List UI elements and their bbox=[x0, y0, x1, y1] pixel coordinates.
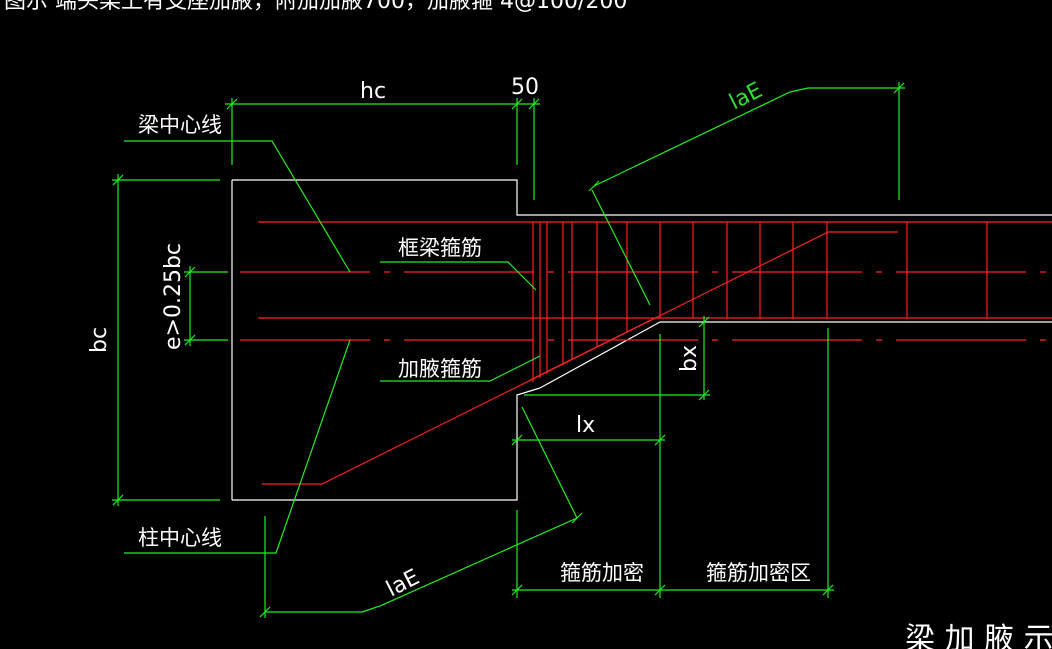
stirrup-dense-label: 箍筋加密 bbox=[560, 561, 644, 585]
tick bbox=[698, 389, 710, 401]
tick bbox=[511, 584, 523, 596]
beam-center-label: 梁中心线 bbox=[138, 113, 222, 137]
tick bbox=[184, 266, 196, 278]
laE-top-label: laE bbox=[725, 78, 766, 115]
tick bbox=[226, 98, 238, 110]
tick bbox=[893, 82, 905, 94]
dimension-lines bbox=[112, 82, 905, 618]
tick bbox=[698, 316, 710, 328]
col-center-label: 柱中心线 bbox=[138, 526, 222, 550]
tick bbox=[112, 174, 124, 186]
footer-text: 梁 加 腋 示 平 bbox=[905, 622, 1052, 649]
haunch-inner-line bbox=[529, 317, 656, 381]
haunch-rebar bbox=[262, 231, 898, 485]
header-text: 图示 端头梁上有支座加腋，附加加腋700，加腋箍 4@100/200 bbox=[4, 0, 627, 14]
stirrup-dense-zone-label: 箍筋加密区 bbox=[706, 561, 811, 585]
haunch-stirrup-label: 加腋箍筋 bbox=[398, 357, 482, 381]
laE-bottom-label: laE bbox=[382, 565, 423, 602]
beam-center-leader bbox=[124, 140, 351, 273]
tick bbox=[571, 512, 583, 524]
haunch-stirrup-leader bbox=[380, 355, 541, 382]
tick bbox=[528, 98, 540, 110]
laE-bottom-slant bbox=[521, 406, 578, 519]
tick bbox=[654, 584, 666, 596]
laE-bottom-leader bbox=[265, 517, 578, 613]
text-labels: hc 50 laE laE bc e>0.25bc bx lx 梁中心线 柱中心… bbox=[87, 75, 811, 602]
laE-top-slant bbox=[591, 189, 651, 306]
stirrups bbox=[532, 222, 988, 382]
bx-label: bx bbox=[677, 345, 702, 372]
tick bbox=[511, 434, 523, 446]
tick bbox=[184, 334, 196, 346]
bc-label: bc bbox=[87, 327, 112, 353]
tick bbox=[822, 584, 834, 596]
frame-stirrup-label: 框梁箍筋 bbox=[398, 236, 482, 260]
column-outline bbox=[232, 179, 1052, 216]
laE-top-leader bbox=[593, 87, 905, 187]
beam-bottom-haunch bbox=[539, 321, 1052, 389]
col-center-leader bbox=[124, 339, 351, 554]
tick bbox=[588, 180, 600, 192]
tick bbox=[511, 98, 523, 110]
rebar-lines bbox=[240, 221, 1052, 485]
concrete-outline bbox=[231, 179, 1052, 501]
hc-label: hc bbox=[360, 79, 386, 104]
lx-label: lx bbox=[576, 413, 595, 438]
column-bottom-outline bbox=[232, 387, 541, 501]
e-condition-label: e>0.25bc bbox=[161, 243, 186, 350]
tick bbox=[259, 606, 271, 618]
gap50-label: 50 bbox=[511, 75, 539, 100]
frame-stirrup-leader bbox=[380, 261, 537, 291]
tick bbox=[112, 494, 124, 506]
